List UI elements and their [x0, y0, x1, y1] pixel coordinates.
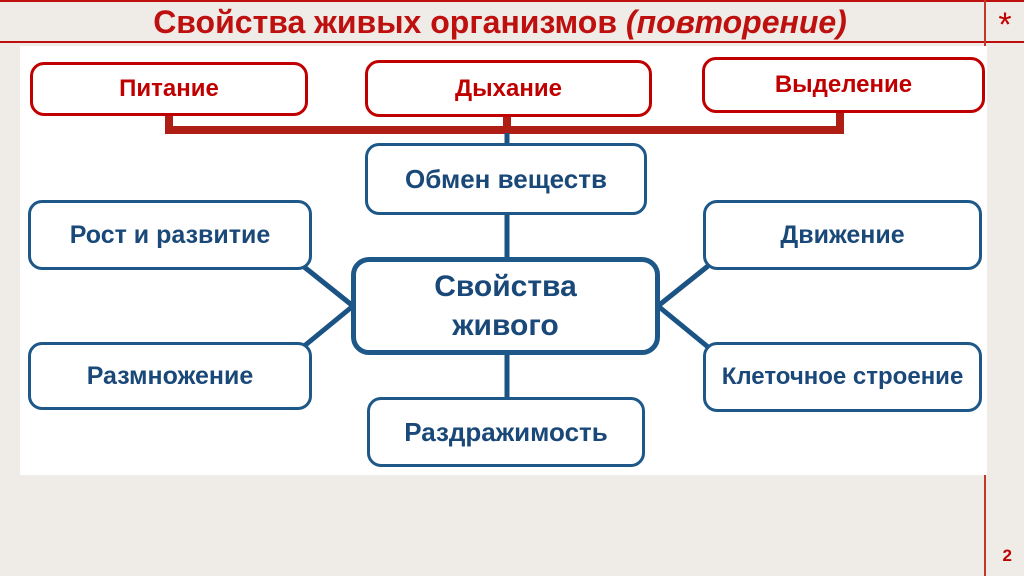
box-reproduction-label: Размножение: [86, 361, 254, 390]
page-title: Свойства живых организмов (повторение): [0, 2, 1000, 42]
box-cell-structure: Клеточное строение: [703, 342, 982, 412]
box-metabolism: Обмен веществ: [365, 143, 647, 215]
box-nutrition-label: Питание: [119, 75, 219, 102]
box-nutrition: Питание: [30, 62, 308, 116]
box-growth-development: Рост и развитие: [28, 200, 312, 270]
title-text: Свойства живых организмов: [153, 4, 626, 40]
top-edge-line: [0, 0, 1024, 2]
page-number: 2: [1002, 546, 1012, 565]
asterisk-marker: *: [998, 6, 1012, 44]
box-respiration: Дыхание: [365, 60, 652, 117]
box-excretion: Выделение: [702, 57, 985, 113]
box-movement: Движение: [703, 200, 982, 270]
box-irritability: Раздражимость: [367, 397, 645, 467]
box-growth-development-label: Рост и развитие: [69, 220, 271, 249]
header-divider-line: [0, 41, 1024, 43]
title-italic-text: (повторение): [625, 4, 847, 40]
box-reproduction: Размножение: [28, 342, 312, 410]
box-metabolism-label: Обмен веществ: [405, 163, 607, 194]
box-respiration-label: Дыхание: [455, 74, 562, 102]
box-irritability-label: Раздражимость: [404, 416, 608, 447]
box-cell-structure-label: Клеточное строение: [721, 363, 964, 390]
box-excretion-label: Выделение: [774, 71, 913, 98]
box-movement-label: Движение: [780, 220, 905, 249]
